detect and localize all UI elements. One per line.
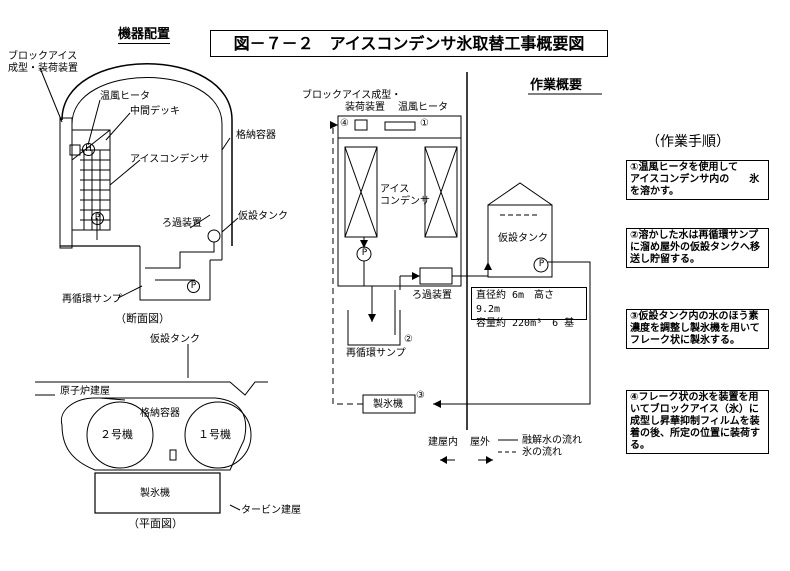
tank-spec-line-1: 直径約 6m 高さ 9.2m [476,290,555,315]
plan-temp-tank-label: 仮設タンク [150,334,200,345]
temp-tank-label: 仮設タンク [238,211,288,222]
ice-condenser-label: アイスコンデンサ [130,154,210,165]
block-ice-label-1: ブロックアイス [8,51,78,62]
marker-2: ② [404,334,413,345]
unit1-label: １号機 [198,428,231,441]
containment-label: 格納容器 [236,130,276,141]
equipment-layout-heading: 機器配置 [118,27,171,44]
section-view [39,63,239,301]
pump-symbol-section-1: P [91,212,104,225]
center-ice-cond-label-2: コンデンサ [380,196,430,207]
tank-spec-line-2: 容量約 220m³ 6 基 [476,318,575,329]
procedure-step-2: ②溶かした水は再循環サンプに溜め屋外の仮設タンクへ移送し貯留する。 [626,228,769,268]
heater-h-symbol: H [82,143,95,156]
block-ice-label-2: 成型・装荷装置 [8,63,78,74]
figure-title: 図－７－２ アイスコンデンサ氷取替工事概要図 [210,30,608,57]
legend-meltwater: 融解水の流れ [522,435,582,446]
center-pump-symbol-2: P [538,259,545,269]
legend-ice: 氷の流れ [522,447,562,458]
sump-label: 再循環サンプ [62,294,122,305]
marker-1: ① [420,118,429,129]
plan-containment-label: 格納容器 [140,408,180,419]
deck-label: 中間デッキ [130,106,180,117]
center-temp-tank-label: 仮設タンク [498,233,548,244]
tank-spec-box: 直径約 6m 高さ 9.2m 容量約 220m³ 6 基 [471,287,587,329]
center-filter-label: ろ過装置 [412,290,452,301]
center-heater-label: 温風ヒータ [398,102,448,113]
center-sump-label: 再循環サンプ [346,348,406,359]
center-ice-machine-label: 製氷機 [373,399,403,410]
pump-symbol-section-2: P [187,280,200,293]
unit2-label: ２号機 [100,428,133,441]
procedure-step-4: ④フレーク状の氷を装置を用いてブロックアイス（氷）に成型し昇華抑制フィルムを装着… [626,390,769,454]
procedure-step-3: ③仮設タンク内の水のほう素濃度を調整し製氷機を用いてフレーク状に製氷する。 [626,309,769,349]
work-overview-heading: 作業概要 [530,78,583,93]
procedure-heading: （作業手順） [646,134,730,150]
reactor-building-label: 原子炉建屋 [60,386,110,397]
filter-label: ろ過装置 [162,218,202,229]
center-block-ice-label-1: ブロックアイス成型・ [302,90,402,101]
plan-ice-machine-label: 製氷機 [140,488,170,499]
section-caption: （断面図） [115,312,170,325]
heater-label: 温風ヒータ [100,91,150,102]
plan-caption: （平面図） [128,517,183,530]
procedure-step-1: ①温風ヒータを使用して アイスコンデンサ内の 氷を溶かす。 [626,160,769,200]
turbine-building-label: タービン建屋 [241,505,301,516]
inside-building-label: 建屋内 [428,437,458,448]
plan-view [35,344,268,514]
marker-3: ③ [416,390,425,401]
outside-label: 屋外 [470,437,490,448]
center-block-ice-label-2: 装荷装置 [345,102,385,113]
work-overview [332,72,602,461]
marker-4: ④ [340,118,349,129]
center-ice-cond-label-1: アイス [380,184,410,195]
center-pump-symbol-1: P [361,248,368,258]
